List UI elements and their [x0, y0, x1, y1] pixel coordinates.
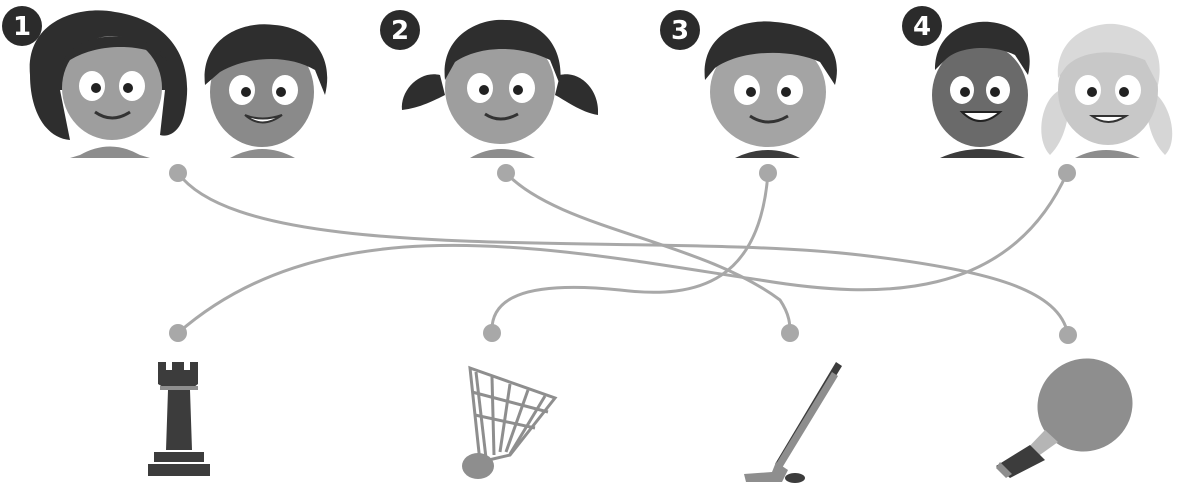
anchor-dot-group-2 [497, 164, 515, 182]
girl-pigtails-face [402, 20, 598, 158]
anchor-dot-group-1 [169, 164, 187, 182]
boy-curly-hair-face [932, 22, 1030, 158]
boy-spiky-hair-face [705, 21, 837, 158]
hockey-stick-icon [744, 362, 842, 483]
anchor-dot-badminton [483, 324, 501, 342]
girl-dark-hair-face [30, 10, 187, 158]
svg-text:2: 2 [391, 16, 409, 46]
anchor-dot-hockey [781, 324, 799, 342]
shuttlecock-icon [462, 368, 555, 479]
svg-text:1: 1 [13, 12, 31, 42]
number-badge-3: 3 [660, 10, 700, 50]
ping-pong-paddle-icon [996, 341, 1150, 478]
svg-text:3: 3 [671, 16, 689, 46]
number-badge-4: 4 [902, 6, 942, 46]
anchor-dot-group-3 [759, 164, 777, 182]
connection-line-4 [178, 173, 1067, 333]
svg-text:4: 4 [913, 12, 931, 42]
connection-line-1 [178, 173, 1068, 335]
anchor-dot-group-4 [1058, 164, 1076, 182]
anchor-dot-chess [169, 324, 187, 342]
connection-line-3 [492, 173, 768, 333]
connection-line-2 [506, 173, 790, 333]
chess-rook-icon [148, 362, 210, 476]
boy-dark-hair-face [205, 24, 328, 158]
number-badge-1: 1 [2, 6, 42, 46]
number-badge-2: 2 [380, 10, 420, 50]
girl-blonde-pigtails-face [1041, 24, 1172, 158]
anchor-dot-table-tennis [1059, 326, 1077, 344]
